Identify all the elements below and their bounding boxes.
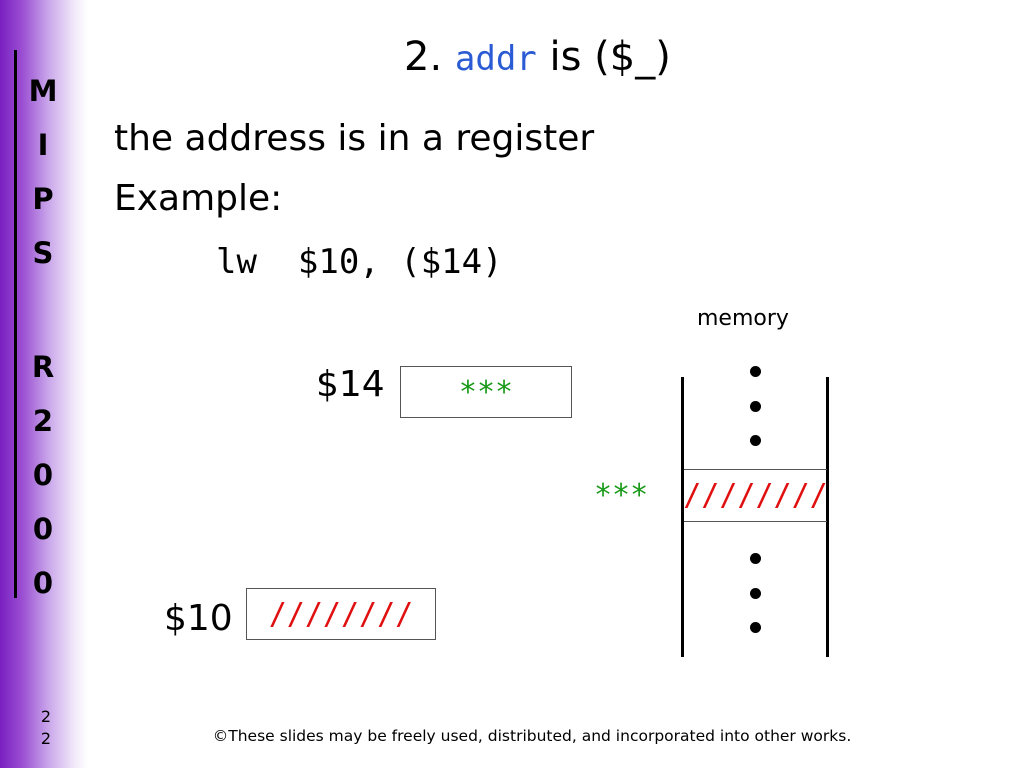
body-line-2: Example: xyxy=(114,178,283,219)
register-14-box: *** xyxy=(400,366,572,418)
slide-title: 2. addr is ($_) xyxy=(404,34,671,80)
sidebar-letter: 2 xyxy=(32,404,54,438)
sidebar-letter: 0 xyxy=(32,566,54,600)
title-code: addr xyxy=(454,39,537,79)
sidebar-letter: M xyxy=(28,74,58,108)
sidebar-title: M I P S R 2 0 0 0 xyxy=(22,64,64,610)
slide-number-line: 2 xyxy=(40,707,52,726)
sidebar-letter: I xyxy=(37,128,49,162)
body-line-1: the address is in a register xyxy=(114,118,595,159)
sidebar-letter: R xyxy=(31,350,55,384)
ellipsis-dot xyxy=(750,435,761,446)
sidebar-divider xyxy=(14,50,17,598)
ellipsis-dot xyxy=(750,622,761,633)
memory-right-wall xyxy=(826,377,829,657)
ellipsis-dot xyxy=(750,588,761,599)
slide-number: 2 2 xyxy=(36,706,56,750)
memory-cell: //////// xyxy=(683,469,828,522)
copyright-footer: ©These slides may be freely used, distri… xyxy=(212,727,852,745)
memory-left-wall xyxy=(681,377,684,657)
ellipsis-dot xyxy=(750,401,761,412)
sidebar-letter: S xyxy=(32,236,54,270)
sidebar-letter: P xyxy=(32,182,54,216)
example-code: lw $10, ($14) xyxy=(216,242,503,282)
memory-label: memory xyxy=(697,306,789,331)
register-10-label: $10 xyxy=(164,598,233,639)
register-10-box: //////// xyxy=(246,588,436,640)
title-suffix: is ($_) xyxy=(549,34,671,80)
ellipsis-dot xyxy=(750,553,761,564)
slide-number-line: 2 xyxy=(40,729,52,748)
sidebar-letter: 0 xyxy=(32,512,54,546)
register-14-label: $14 xyxy=(316,364,385,405)
sidebar-letter: 0 xyxy=(32,458,54,492)
sidebar: M I P S R 2 0 0 0 2 2 xyxy=(0,0,88,768)
title-prefix: 2. xyxy=(404,34,443,80)
ellipsis-dot xyxy=(750,366,761,377)
memory-address-label: *** xyxy=(594,478,649,513)
